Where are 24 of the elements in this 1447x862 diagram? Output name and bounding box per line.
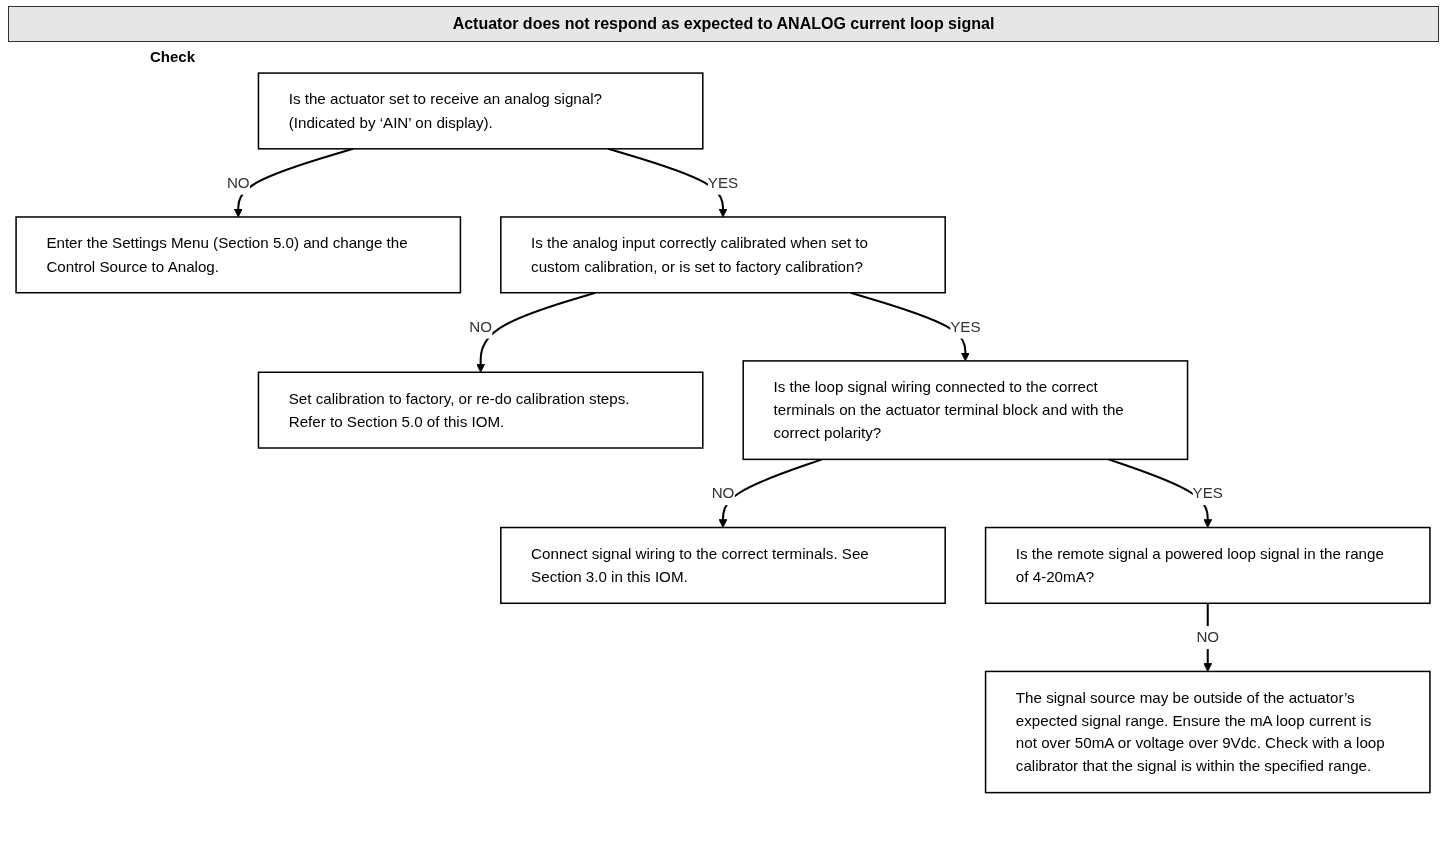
node-box: Is the actuator set to receive an analog signal? (Indicated by ‘AIN’ on display).: [257, 72, 704, 150]
arrow: [607, 147, 728, 218]
arrow: [718, 458, 823, 528]
node-box: The signal source may be outside of the actuator’s expected signal range. Ensure the mA loop current is not over 50mA or voltage over 9Vdc. Check with a loop calibrator that the signal is within the specified range.: [984, 670, 1431, 794]
edge-label: YES: [950, 317, 981, 335]
arrow: [850, 291, 970, 362]
node-box: Connect signal wiring to the correct terminals. See Section 3.0 in this IOM.: [500, 526, 946, 605]
edge-label: NO: [711, 484, 735, 502]
node-box: Is the remote signal a powered loop signal in the range of 4-20mA?: [984, 526, 1431, 605]
edge-label: YES: [1192, 484, 1223, 502]
node-box: Is the analog input correctly calibrated when set to custom calibration, or is set to factory calibration?: [500, 216, 946, 294]
arrow: [476, 291, 596, 373]
node-box: Enter the Settings Menu (Section 5.0) and change the Control Source to Analog.: [15, 216, 462, 294]
arrow: [1203, 603, 1213, 672]
edge-label: YES: [707, 173, 739, 191]
edge-label: NO: [1196, 628, 1220, 646]
edge-label: NO: [226, 173, 250, 191]
edge-label: NO: [469, 317, 492, 335]
column-heading: Check: [150, 48, 196, 65]
node-box: Is the loop signal wiring connected to the correct terminals on the actuator terminal block and with the correct polarity?: [742, 360, 1189, 461]
title-banner: Actuator does not respond as expected to ANALOG current loop signal: [8, 6, 1439, 42]
arrow: [1108, 458, 1213, 528]
node-box: Set calibration to factory, or re-do calibration steps. Refer to Section 5.0 of this IOM.: [257, 371, 704, 449]
arrow: [233, 147, 354, 218]
